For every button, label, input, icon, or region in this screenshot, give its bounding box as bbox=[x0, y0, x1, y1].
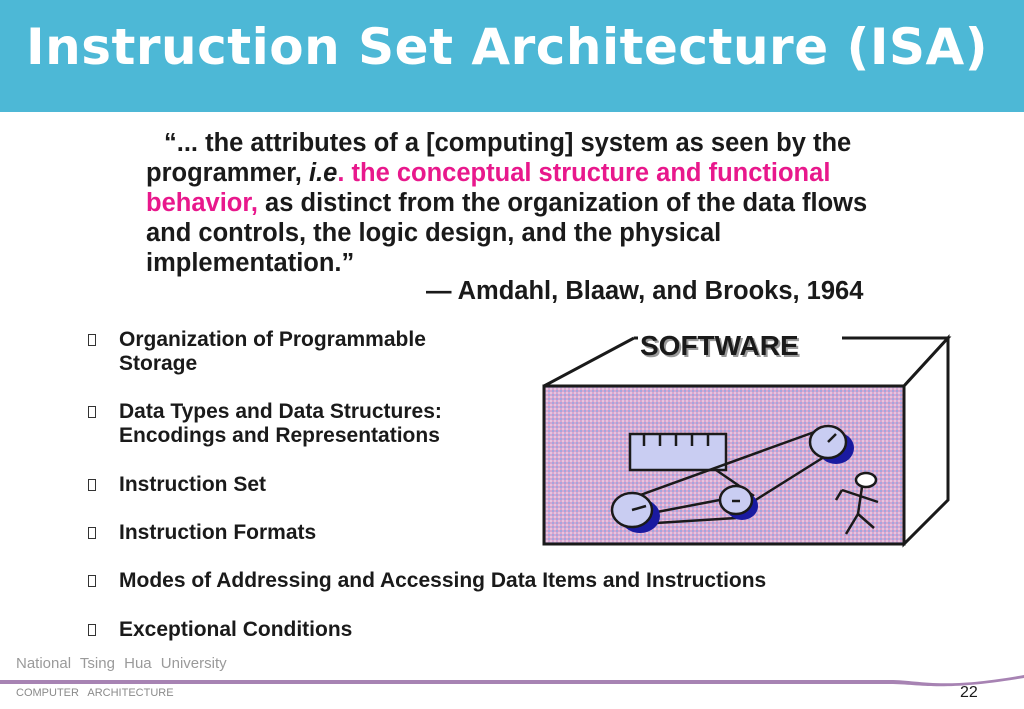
bullet-box-icon bbox=[88, 624, 96, 636]
bullet-text: Instruction Set bbox=[119, 473, 267, 496]
bullet-box-icon bbox=[88, 479, 96, 491]
quote-line-3: behavior, as distinct from the organizat… bbox=[146, 188, 986, 218]
definition-quote: “... the attributes of a [computing] sys… bbox=[146, 128, 986, 278]
bullet-box-icon bbox=[88, 334, 96, 346]
quote-highlight-1: the conceptual structure and functional bbox=[351, 159, 831, 187]
quote-programmer: programmer, bbox=[146, 159, 309, 187]
bullet-text: Instruction Formats bbox=[119, 521, 317, 544]
ruler-icon bbox=[628, 432, 728, 472]
software-box-illustration bbox=[542, 334, 952, 548]
quote-attribution: — Amdahl, Blaaw, and Brooks, 1964 bbox=[426, 277, 864, 305]
bullet-item: Organization of Programmable Storage bbox=[88, 328, 508, 376]
footer-divider bbox=[0, 675, 1024, 687]
stick-figure-icon bbox=[834, 471, 879, 535]
slide-title: Instruction Set Architecture (ISA) bbox=[26, 18, 989, 76]
quote-highlight-2: behavior, bbox=[146, 189, 258, 217]
quote-line-2: programmer, i.e. the conceptual structur… bbox=[146, 158, 986, 188]
box-side-face bbox=[902, 334, 950, 548]
bullet-box-icon bbox=[88, 575, 96, 587]
bullet-item: Exceptional Conditions bbox=[88, 618, 868, 642]
footer-course: COMPUTER ARCHITECTURE bbox=[16, 687, 174, 699]
bullet-text: Exceptional Conditions bbox=[119, 618, 353, 641]
box-top-outline bbox=[543, 336, 635, 388]
bullet-box-icon bbox=[88, 406, 96, 418]
footer-university: National Tsing Hua University bbox=[16, 655, 227, 672]
quote-line-5: implementation.” bbox=[146, 249, 355, 277]
quote-line-3-rest: as distinct from the organization of the… bbox=[257, 189, 868, 217]
bullet-item: Instruction Set bbox=[88, 473, 868, 497]
title-bar: Instruction Set Architecture (ISA) bbox=[0, 0, 1024, 112]
bullet-item: Data Types and Data Structures: Encoding… bbox=[88, 400, 508, 448]
page-number: 22 bbox=[960, 684, 978, 701]
bullet-text: Organization of Programmable Storage bbox=[119, 328, 426, 375]
quote-line-4: and controls, the logic design, and the … bbox=[146, 219, 722, 247]
software-box-figure: SOFTWARE bbox=[540, 330, 960, 550]
software-label: SOFTWARE bbox=[640, 330, 799, 361]
bullet-item: Instruction Formats bbox=[88, 521, 868, 545]
bullet-box-icon bbox=[88, 527, 96, 539]
quote-line-1: “... the attributes of a [computing] sys… bbox=[164, 129, 852, 157]
bullet-item: Modes of Addressing and Accessing Data I… bbox=[88, 569, 868, 593]
bullet-text: Modes of Addressing and Accessing Data I… bbox=[119, 569, 767, 592]
bullet-text: Data Types and Data Structures: Encoding… bbox=[119, 400, 442, 447]
quote-ie: i.e bbox=[308, 159, 338, 187]
quote-ie-dot: . bbox=[337, 159, 352, 187]
ruler-ticks bbox=[642, 434, 710, 446]
